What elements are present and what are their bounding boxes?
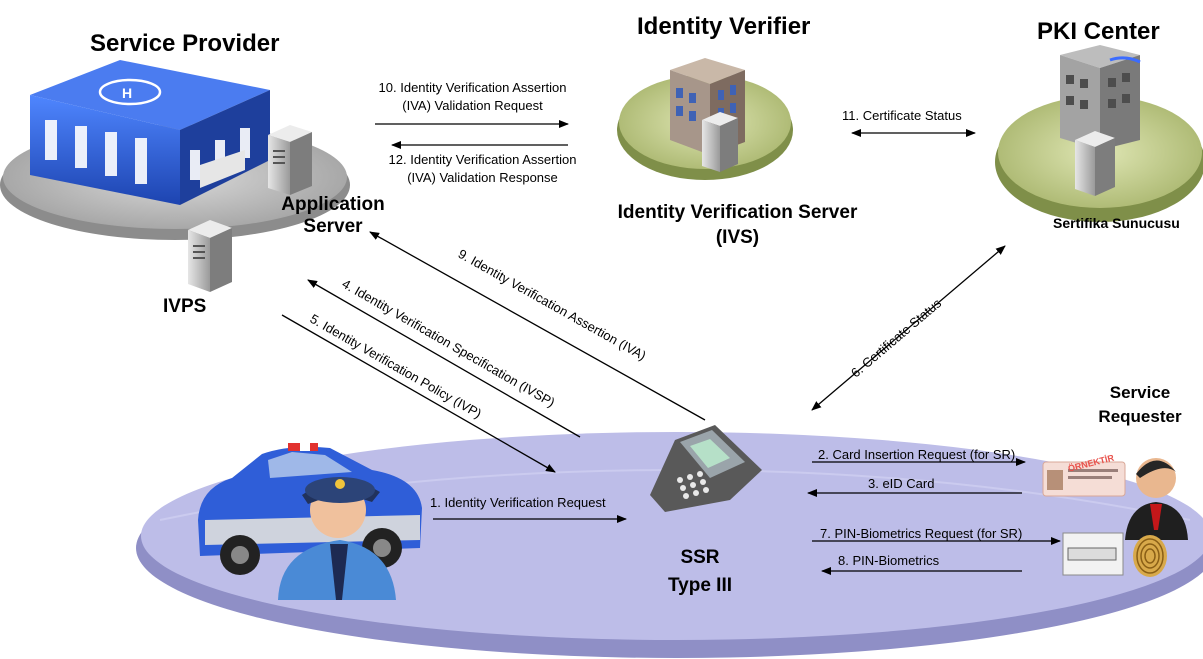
- ssr-label-line2: Type III: [667, 575, 733, 596]
- pki-center-building-icon: [1060, 45, 1141, 196]
- message-12-line2: (IVA) Validation Response: [407, 170, 558, 185]
- service-provider-title: Service Provider: [90, 30, 280, 57]
- arrow-m5: [281, 314, 556, 473]
- fingerprint-icon: [1133, 535, 1167, 577]
- ivs-label-line1: Identity Verification Server: [617, 202, 858, 223]
- message-10-line1: 10. Identity Verification Assertion: [378, 80, 567, 95]
- arrow-m9: [369, 231, 706, 421]
- service-requester-person-icon: [1125, 458, 1188, 540]
- service-requester-label-line2: Requester: [1098, 407, 1182, 426]
- message-8: 8. PIN-Biometrics: [838, 553, 940, 568]
- service-provider-building-icon: H: [30, 60, 270, 205]
- message-3: 3. eID Card: [868, 476, 935, 491]
- identity-verifier-title: Identity Verifier: [637, 13, 811, 40]
- message-1: 1. Identity Verification Request: [430, 495, 606, 510]
- message-12-line1: 12. Identity Verification Assertion: [388, 152, 577, 167]
- arrow-m6: [811, 245, 1006, 411]
- arrow-m4: [307, 279, 581, 438]
- identity-verifier-building-icon: [670, 58, 745, 172]
- ivps-label: IVPS: [163, 296, 207, 317]
- police-officer-icon: [278, 477, 396, 600]
- message-11: 11. Certificate Status: [842, 108, 962, 123]
- ivs-label-line2: (IVS): [715, 227, 760, 248]
- pki-center-title: PKI Center: [1037, 18, 1160, 45]
- application-server-icon: [268, 125, 312, 195]
- svg-text:H: H: [122, 85, 132, 101]
- application-server-label: Application Server: [281, 194, 385, 237]
- eid-card-icon: [1042, 461, 1126, 497]
- sertifika-label: Sertifika Sunucusu: [1053, 215, 1180, 231]
- message-2: 2. Card Insertion Request (for SR): [818, 447, 1016, 462]
- message-7: 7. PIN-Biometrics Request (for SR): [820, 526, 1023, 541]
- service-requester-label-line1: Service: [1109, 383, 1171, 402]
- ivps-server-icon: [188, 220, 232, 292]
- ssr-device-icon: [650, 425, 762, 512]
- message-10-line2: (IVA) Validation Request: [402, 98, 543, 113]
- pin-pad-icon: [1062, 532, 1124, 576]
- ssr-label-line1: SSR: [680, 547, 720, 568]
